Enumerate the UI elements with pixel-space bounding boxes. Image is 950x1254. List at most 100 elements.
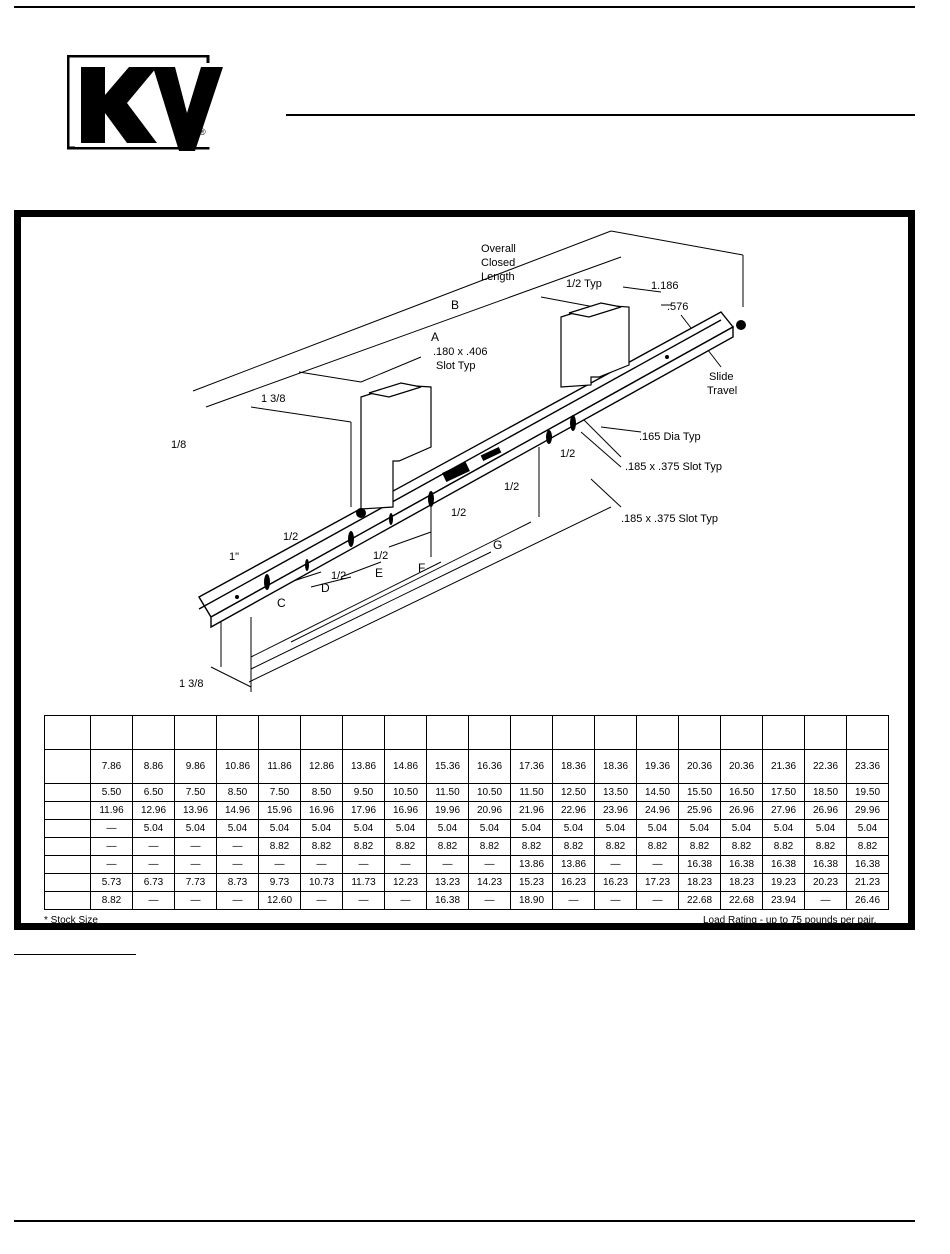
table-cell [762,715,805,750]
table-cell: 5.04 [468,819,511,838]
table-cell: 15.50 [678,783,721,802]
table-cell: — [90,819,133,838]
table-cell: 10.50 [384,783,427,802]
table-cell: 8.82 [384,837,427,856]
table-cell: 19.50 [846,783,889,802]
table-cell: — [132,837,175,856]
table-cell: 18.50 [804,783,847,802]
table-cell [636,715,679,750]
table-cell: 5.04 [258,819,301,838]
table-cell [678,715,721,750]
table-cell: 18.23 [678,873,721,892]
table-cell: 8.50 [300,783,343,802]
bottom-rule [14,1220,915,1222]
row-label-cell [44,819,91,838]
table-cell [132,715,175,750]
overall-label-3: Length [481,271,515,283]
table-cell: 12.23 [384,873,427,892]
table-cell: 17.96 [342,801,385,820]
top-rule [14,6,915,8]
table-cell: — [552,891,595,910]
table-cell: 13.50 [594,783,637,802]
table-cell: 8.82 [342,837,385,856]
table-cell: 12.60 [258,891,301,910]
table-cell: 26.46 [846,891,889,910]
table-cell: 18.23 [720,873,763,892]
table-cell: 5.04 [594,819,637,838]
table-cell: 8.82 [258,837,301,856]
table-cell: — [132,891,175,910]
dim-13-8-top-label: 1 3/8 [261,393,285,405]
table-cell: 18.36 [552,749,595,784]
table-cell: 9.86 [174,749,217,784]
table-cell: 12.50 [552,783,595,802]
table-cell [90,715,133,750]
row-label-cell [44,801,91,820]
table-cell: 22.36 [804,749,847,784]
table-cell: — [636,891,679,910]
table-cell: — [90,837,133,856]
table-cell: 6.50 [132,783,175,802]
table-cell: 5.50 [90,783,133,802]
table-cell: 14.96 [216,801,259,820]
table-cell: — [174,837,217,856]
table-cell: 10.86 [216,749,259,784]
table-cell: 11.73 [342,873,385,892]
table-cell: 13.86 [342,749,385,784]
table-cell: 5.04 [720,819,763,838]
table-cell: 21.36 [762,749,805,784]
kv-logo: ® [67,55,223,151]
table-cell: — [216,837,259,856]
table-cell: 8.73 [216,873,259,892]
table-cell: 13.96 [174,801,217,820]
half-label-2: 1/2 [504,481,519,493]
table-cell: 5.73 [90,873,133,892]
table-cell: 12.96 [132,801,175,820]
table-cell: 8.82 [468,837,511,856]
table-cell [468,715,511,750]
half-label-5: 1/2 [373,550,388,562]
table-cell: 5.04 [762,819,805,838]
table-cell: 16.38 [426,891,469,910]
table-cell: — [258,855,301,874]
table-cell: 8.82 [762,837,805,856]
table-cell: 16.38 [720,855,763,874]
table-cell: 22.68 [678,891,721,910]
table-cell: 11.96 [90,801,133,820]
table-cell: 5.04 [636,819,679,838]
table-cell [552,715,595,750]
dim-f-label: F [418,561,425,575]
table-cell: 16.96 [300,801,343,820]
table-cell: 13.23 [426,873,469,892]
row-label-cell [44,837,91,856]
table-cell: 18.90 [510,891,553,910]
row-label-cell [44,873,91,892]
table-cell: 22.96 [552,801,595,820]
table-cell: 14.50 [636,783,679,802]
table-cell: 16.38 [762,855,805,874]
table-cell: 16.23 [594,873,637,892]
section-rule [14,954,136,955]
table-cell [342,715,385,750]
table-cell: 5.04 [132,819,175,838]
table-cell: 17.50 [762,783,805,802]
half-typ-label: 1/2 Typ [566,278,602,290]
table-cell: 29.96 [846,801,889,820]
table-cell: 5.04 [846,819,889,838]
svg-text:®: ® [199,127,206,137]
table-cell: — [594,855,637,874]
table-cell: 8.82 [636,837,679,856]
table-cell: 16.23 [552,873,595,892]
half-label-6: 1/2 [331,570,346,582]
dim-576-label: .576 [667,301,688,313]
dim-c-label: C [277,596,286,610]
table-cell [510,715,553,750]
stock-size-note: * Stock Size [44,915,98,926]
table-cell [44,715,91,750]
dim-g-label: G [493,538,502,552]
table-cell: — [342,855,385,874]
